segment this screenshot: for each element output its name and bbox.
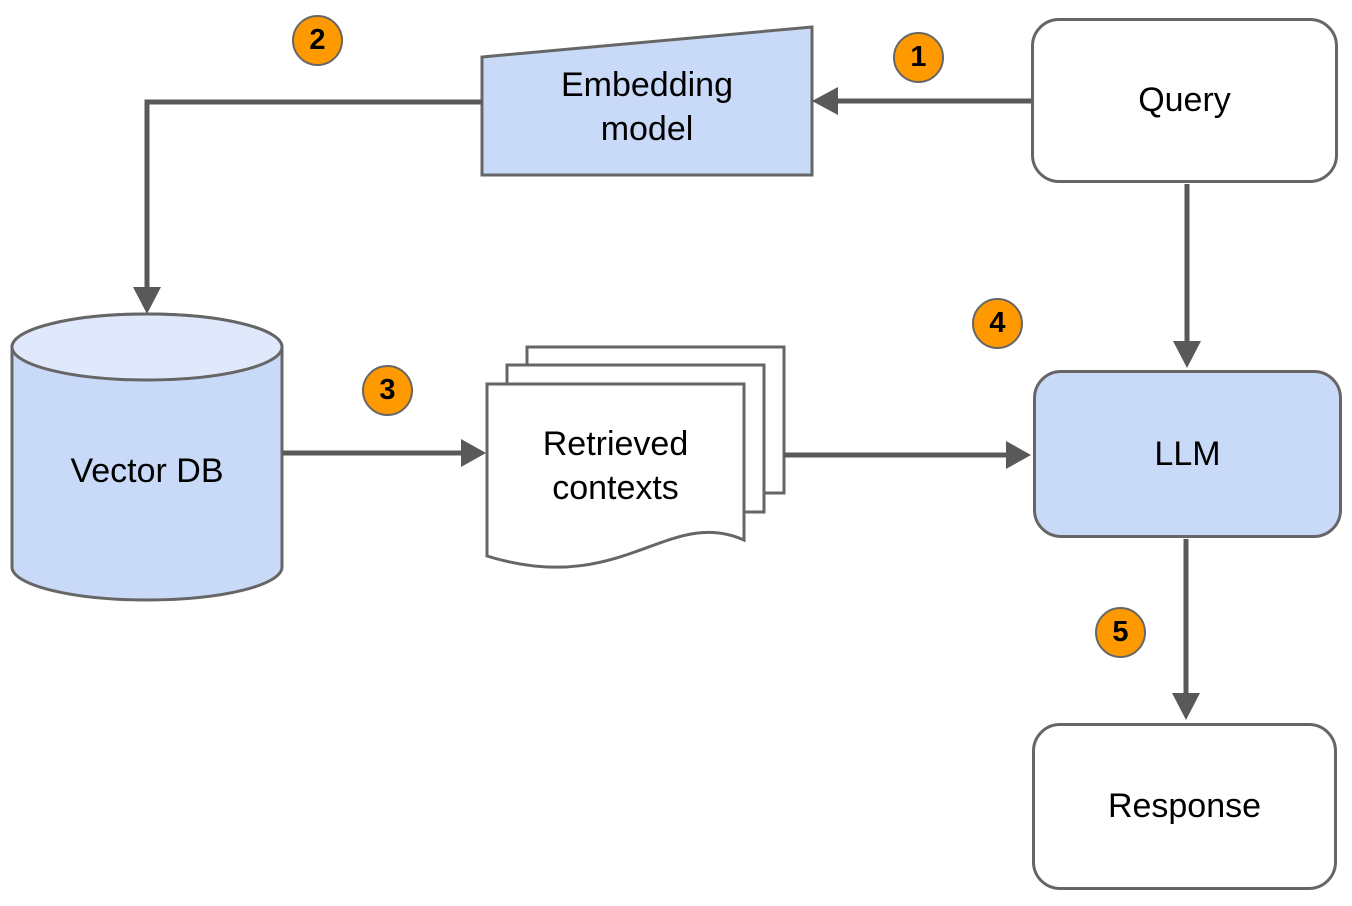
- embedding-model-shape: [480, 25, 814, 177]
- step-badge-1: 1: [893, 32, 944, 83]
- node-llm: LLM: [1033, 370, 1342, 538]
- node-query: Query: [1031, 18, 1338, 183]
- node-llm-label: LLM: [1154, 434, 1221, 473]
- step-badge-3: 3: [362, 365, 413, 416]
- arrow-query-to-embedding-model: [812, 87, 1031, 115]
- node-query-label: Query: [1138, 81, 1231, 119]
- document-page-front: [485, 382, 746, 569]
- step-badge-2: 2: [292, 15, 343, 66]
- node-response: Response: [1032, 723, 1337, 890]
- arrow-retrieved-contexts-to-llm: [784, 441, 1031, 469]
- arrow-llm-to-response: [1172, 539, 1200, 720]
- arrow-embedding-model-to-vector-db: [133, 99, 482, 314]
- arrow-vector-db-to-retrieved-contexts: [283, 439, 486, 467]
- vector-db-cylinder-top: [10, 312, 284, 382]
- step-badge-5: 5: [1095, 607, 1146, 658]
- arrow-query-to-llm: [1173, 184, 1201, 368]
- step-badge-4: 4: [972, 298, 1023, 349]
- node-response-label: Response: [1107, 787, 1262, 825]
